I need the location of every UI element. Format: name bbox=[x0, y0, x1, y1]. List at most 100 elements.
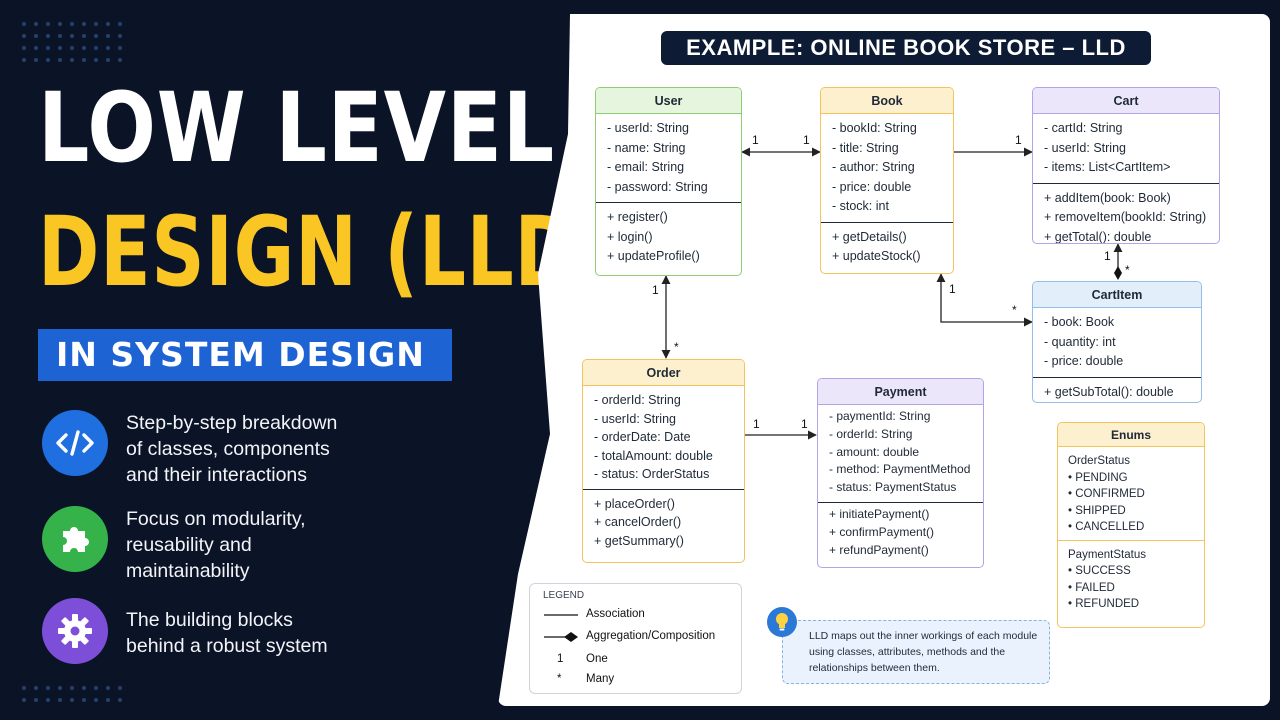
method: + addItem(book: Book) bbox=[1044, 190, 1171, 205]
dot bbox=[70, 58, 74, 62]
code-icon bbox=[56, 430, 94, 456]
method: + getSubTotal(): double bbox=[1044, 384, 1174, 399]
attribute: - orderId: String bbox=[594, 393, 681, 407]
dot bbox=[82, 58, 86, 62]
feature-line: and their interactions bbox=[126, 464, 308, 486]
class-book: Book - bookId: String - title: String - … bbox=[820, 87, 954, 274]
feature-line: behind a robust system bbox=[126, 635, 328, 657]
aggregation-diamond-icon bbox=[544, 632, 578, 642]
class-attributes: - cartId: String - userId: String - item… bbox=[1033, 114, 1219, 183]
feature-item: Step-by-step breakdown of classes, compo… bbox=[42, 410, 502, 486]
class-methods: + placeOrder() + cancelOrder() + getSumm… bbox=[583, 488, 744, 556]
multiplicity-label: 1 bbox=[803, 133, 810, 147]
feature-line: maintainability bbox=[126, 560, 250, 582]
dot bbox=[118, 58, 122, 62]
hero-title-line-2: DESIGN (LLD) bbox=[38, 196, 612, 308]
association-line-icon bbox=[544, 614, 578, 616]
feature-item: The building blocks behind a robust syst… bbox=[42, 598, 502, 668]
enum-value: • PENDING bbox=[1068, 471, 1128, 484]
method: + updateProfile() bbox=[607, 249, 700, 263]
attribute: - status: OrderStatus bbox=[594, 467, 710, 481]
attribute: - price: double bbox=[1044, 354, 1124, 368]
attribute: - cartId: String bbox=[1044, 121, 1123, 135]
dot bbox=[34, 698, 38, 702]
attribute: - email: String bbox=[607, 160, 685, 174]
hero-section: LOW LEVEL DESIGN (LLD) IN SYSTEM DESIGN … bbox=[0, 0, 610, 720]
attribute: - userId: String bbox=[1044, 140, 1126, 155]
dot bbox=[118, 46, 122, 50]
class-name: CartItem bbox=[1033, 282, 1201, 308]
dot bbox=[22, 22, 26, 26]
dot bbox=[106, 22, 110, 26]
association-book-cartitem bbox=[936, 273, 1033, 327]
enum-value: • CONFIRMED bbox=[1068, 488, 1145, 500]
class-attributes: - orderId: String - userId: String - ord… bbox=[583, 386, 744, 489]
feature-line: reusability and bbox=[126, 534, 252, 556]
dot bbox=[70, 22, 74, 26]
dot bbox=[118, 698, 122, 702]
attribute: - bookId: String bbox=[832, 121, 917, 135]
class-attributes: - book: Book - quantity: int - price: do… bbox=[1033, 308, 1201, 377]
dot bbox=[118, 22, 122, 26]
dot bbox=[58, 22, 62, 26]
dot bbox=[46, 22, 50, 26]
class-methods: + register() + login() + updateProfile() bbox=[596, 202, 741, 272]
feature-line: of classes, components bbox=[126, 438, 330, 460]
enum-value: • SHIPPED bbox=[1068, 504, 1126, 517]
enum-name: PaymentStatus bbox=[1068, 548, 1146, 561]
legend-item: * Many bbox=[542, 671, 732, 689]
dot bbox=[46, 46, 50, 50]
dot bbox=[58, 58, 62, 62]
method: + removeItem(bookId: String) bbox=[1044, 210, 1207, 224]
class-name: User bbox=[596, 88, 741, 114]
dot bbox=[58, 698, 62, 702]
feature-line: Step-by-step breakdown bbox=[126, 412, 338, 434]
attribute: - amount: double bbox=[829, 444, 920, 459]
multiplicity-label: 1 bbox=[752, 133, 759, 147]
attribute: - password: String bbox=[607, 179, 708, 194]
hero-subtitle: IN SYSTEM DESIGN bbox=[38, 329, 452, 381]
attribute: - stock: int bbox=[832, 199, 889, 213]
enum-name: OrderStatus bbox=[1068, 455, 1130, 467]
dot bbox=[34, 46, 38, 50]
gear-icon bbox=[58, 614, 92, 648]
diagram-heading: EXAMPLE: ONLINE BOOK STORE – LLD bbox=[661, 31, 1151, 65]
dot bbox=[118, 34, 122, 38]
attribute: - totalAmount: double bbox=[594, 448, 713, 463]
dot bbox=[70, 698, 74, 702]
class-user: User - userId: String - name: String - e… bbox=[595, 87, 742, 276]
method: + getSummary() bbox=[594, 533, 684, 548]
dot bbox=[22, 58, 26, 62]
attribute: - items: List<CartItem> bbox=[1044, 160, 1171, 174]
dot bbox=[46, 34, 50, 38]
puzzle-icon bbox=[63, 527, 89, 552]
attribute: - book: Book bbox=[1044, 315, 1115, 329]
legend-title: LEGEND bbox=[543, 590, 585, 601]
many-symbol: * bbox=[557, 673, 562, 685]
class-payment: Payment - paymentId: String - orderId: S… bbox=[817, 378, 984, 568]
attribute: - method: PaymentMethod bbox=[829, 462, 971, 477]
class-name: Order bbox=[583, 360, 744, 386]
feature-icon-circle bbox=[42, 506, 108, 572]
enum-payment-status: PaymentStatus • SUCCESS • FAILED • REFUN… bbox=[1058, 539, 1204, 617]
legend-item: 1 One bbox=[542, 651, 732, 669]
class-attributes: - bookId: String - title: String - autho… bbox=[821, 114, 953, 222]
hero-title-line-1: LOW LEVEL bbox=[38, 72, 555, 184]
class-name: Cart bbox=[1033, 88, 1219, 114]
info-note: LLD maps out the inner workings of each … bbox=[782, 620, 1050, 684]
dot bbox=[94, 58, 98, 62]
multiplicity-label: * bbox=[674, 340, 679, 354]
method: + login() bbox=[607, 229, 653, 244]
method: + getTotal(): double bbox=[1044, 229, 1152, 244]
attribute: - price: double bbox=[832, 179, 912, 194]
dot bbox=[106, 686, 110, 690]
attribute: - orderDate: Date bbox=[594, 430, 691, 444]
multiplicity-label: 1 bbox=[652, 283, 659, 297]
enum-value: • SUCCESS bbox=[1068, 565, 1131, 577]
aggregation-diamond bbox=[1114, 266, 1122, 280]
enum-value: • FAILED bbox=[1068, 581, 1115, 594]
method: + confirmPayment() bbox=[829, 524, 935, 539]
method: + cancelOrder() bbox=[594, 515, 682, 529]
class-name: Payment bbox=[818, 379, 983, 405]
